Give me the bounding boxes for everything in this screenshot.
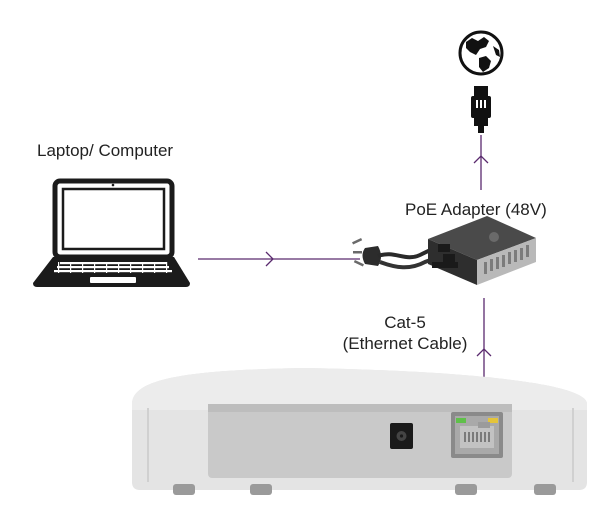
poe-adapter-label: PoE Adapter (48V) — [405, 200, 547, 219]
rj45-port-icon — [451, 412, 503, 458]
globe-icon — [458, 30, 504, 76]
cable-label-line1: Cat-5 — [384, 313, 426, 332]
connector-adapter-to-internet — [473, 135, 489, 190]
power-plug-icon — [352, 237, 441, 270]
device-foot — [173, 484, 556, 495]
laptop-keyboard — [54, 262, 172, 273]
cable-label-line2: (Ethernet Cable) — [342, 334, 468, 353]
ethernet-plug-icon — [471, 86, 491, 133]
laptop-label: Laptop/ Computer — [37, 141, 174, 160]
poe-adapter-icon — [428, 216, 536, 285]
connector-laptop-to-adapter — [198, 251, 360, 267]
access-point-device — [132, 368, 587, 495]
dc-jack-icon — [390, 423, 413, 449]
cable-label: Cat-5 (Ethernet Cable) — [330, 312, 480, 354]
laptop-icon — [33, 178, 190, 287]
